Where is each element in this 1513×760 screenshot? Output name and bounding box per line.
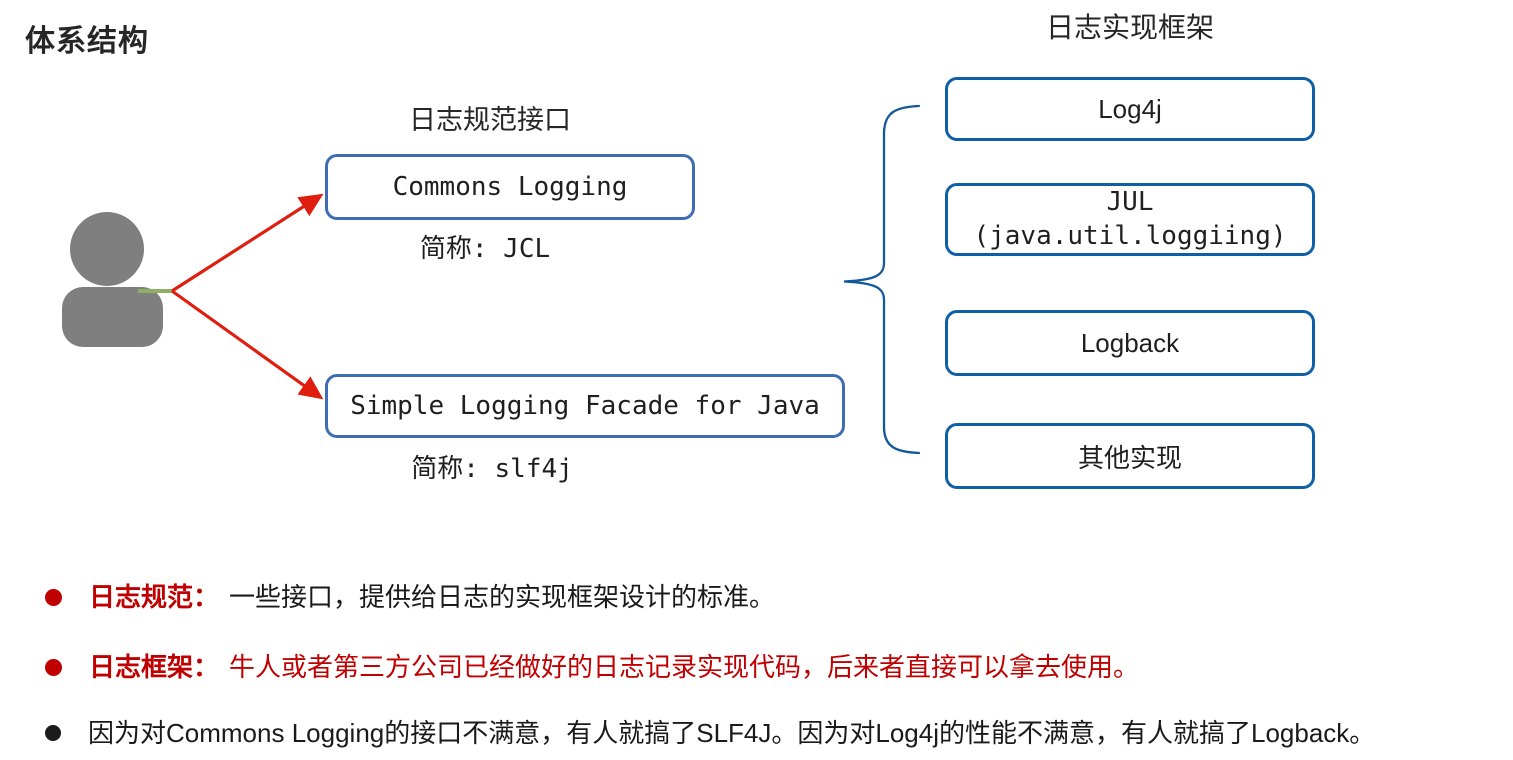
bullet-dot-icon [45, 658, 62, 676]
curly-brace-icon [843, 104, 921, 455]
caption-text: 简称: slf4j [411, 454, 573, 484]
caption-jcl: 简称: JCL [300, 228, 670, 265]
box-label: Logback [1080, 327, 1180, 358]
spec-column-header: 日志规范接口 [409, 105, 571, 135]
box-sublabel: (java.util.loggiing) [973, 220, 1287, 251]
box-slf4j: Simple Logging Facade for Java [325, 374, 845, 438]
bullet-body: 一些接口，提供给日志的实现框架设计的标准。 [229, 582, 776, 612]
box-jul: JUL (java.util.loggiing) [945, 183, 1315, 256]
bullet-label: 日志框架： [89, 652, 220, 682]
bullet-text: 日志规范： 一些接口，提供给日志的实现框架设计的标准。 [89, 580, 775, 614]
impl-column-header: 日志实现框架 [1045, 12, 1214, 43]
bullet-body: 牛人或者第三方公司已经做好的日志记录实现代码，后来者直接可以拿去使用。 [229, 652, 1140, 682]
caption-slf4j: 简称: slf4j [312, 448, 672, 485]
box-log4j: Log4j [945, 77, 1315, 141]
bullet-framework-definition: 日志框架： 牛人或者第三方公司已经做好的日志记录实现代码，后来者直接可以拿去使用。 [45, 650, 1139, 684]
caption-text: 简称: JCL [419, 234, 551, 264]
bullet-text: 因为对Commons Logging的接口不满意，有人就搞了SLF4J。因为对L… [88, 716, 1375, 750]
red-arrow-icon [171, 193, 324, 293]
box-label: Log4j [1098, 93, 1162, 124]
box-label: JUL [1106, 186, 1154, 217]
bullet-dot-icon [45, 588, 62, 606]
bullet-history-note: 因为对Commons Logging的接口不满意，有人就搞了SLF4J。因为对L… [45, 716, 1375, 750]
bullet-label: 日志规范： [89, 582, 220, 612]
bullet-spec-definition: 日志规范： 一些接口，提供给日志的实现框架设计的标准。 [45, 580, 775, 614]
box-commons-logging: Commons Logging [325, 154, 695, 220]
page-title: 体系结构 [25, 25, 149, 58]
box-label: 其他实现 [1077, 442, 1182, 473]
person-icon [62, 212, 163, 347]
bullet-text: 日志框架： 牛人或者第三方公司已经做好的日志记录实现代码，后来者直接可以拿去使用。 [89, 650, 1139, 684]
bullet-dot-icon [45, 725, 61, 741]
box-label: Simple Logging Facade for Java [350, 391, 820, 421]
red-arrow-icon [171, 289, 324, 400]
box-label: Commons Logging [392, 172, 628, 202]
box-logback: Logback [945, 310, 1315, 376]
box-other-impl: 其他实现 [945, 423, 1315, 489]
bullet-body: 因为对Commons Logging的接口不满意，有人就搞了SLF4J。因为对L… [88, 718, 1376, 748]
